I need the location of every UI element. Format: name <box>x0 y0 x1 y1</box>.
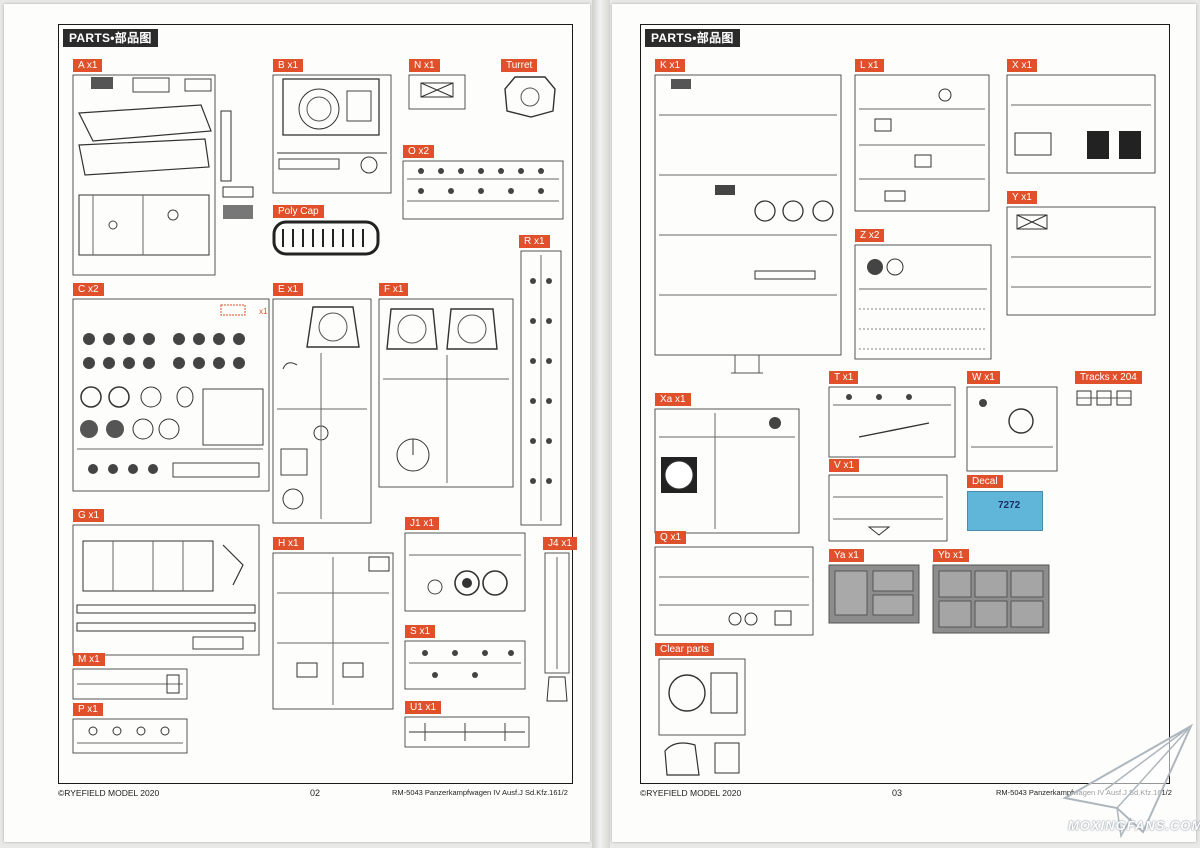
sprue-label-A: A x1 <box>73 59 103 72</box>
decal-sheet: 7272 <box>967 491 1043 531</box>
book-gutter <box>592 0 610 848</box>
sprue-J4-drawing <box>544 552 570 702</box>
sprue-R-drawing <box>520 250 562 526</box>
sprue-label-S: S x1 <box>405 625 436 638</box>
left-page: PARTS•部品图 A x1 B x1 <box>4 4 590 842</box>
sprue-N-drawing <box>408 74 466 110</box>
sprue-label-Ya: Ya x1 <box>829 549 864 562</box>
sprue-label-Tracks: Tracks x 204 <box>1075 371 1142 384</box>
sprue-P-drawing <box>72 718 188 754</box>
sprue-S-drawing <box>404 640 526 690</box>
sprue-label-U1: U1 x1 <box>405 701 442 714</box>
sprue-label-Clear: Clear parts <box>655 643 714 656</box>
sprue-label-Decal: Decal <box>967 475 1003 488</box>
poly-cap-drawing <box>272 220 380 256</box>
parts-title: PARTS <box>69 31 111 45</box>
sprue-label-X: X x1 <box>1007 59 1038 72</box>
turret-drawing <box>504 76 556 118</box>
sprue-Y-drawing <box>1006 206 1156 316</box>
sprue-label-R: R x1 <box>519 235 550 248</box>
right-footer-copyright: ©RYEFIELD MODEL 2020 <box>640 788 742 798</box>
sprue-C-drawing <box>72 298 270 492</box>
sprue-G-drawing <box>72 524 260 656</box>
sprue-label-N: N x1 <box>409 59 440 72</box>
sprue-label-J4: J4 x1 <box>543 537 577 550</box>
clear-parts-drawing <box>658 658 746 776</box>
sprue-O-drawing <box>402 160 564 220</box>
sprue-label-B: B x1 <box>273 59 304 72</box>
left-footer-model: RM-5043 Panzerkampfwagen IV Ausf.J Sd.Kf… <box>392 788 568 797</box>
sprue-C-inset-note: x1 <box>259 307 268 316</box>
sprue-F-drawing <box>378 298 514 488</box>
left-page-number: 02 <box>310 788 321 798</box>
sprue-label-O: O x2 <box>403 145 435 158</box>
sprue-A-drawing <box>72 74 254 276</box>
left-footer-copyright: ©RYEFIELD MODEL 2020 <box>58 788 160 798</box>
sprue-U1-drawing <box>404 716 530 748</box>
right-page: PARTS•部品图 K x1 L x1 <box>612 4 1196 842</box>
parts-subtitle-right: 部品图 <box>696 31 734 45</box>
sprue-B-drawing <box>272 74 392 194</box>
watermark-text: MOXINGFANS.COM <box>1068 818 1200 833</box>
sprue-label-Yb: Yb x1 <box>933 549 969 562</box>
right-page-frame: PARTS•部品图 K x1 L x1 <box>640 24 1170 784</box>
sprue-E-drawing <box>272 298 372 524</box>
tracks-drawing <box>1076 390 1132 406</box>
sprue-label-V: V x1 <box>829 459 860 472</box>
sprue-label-K: K x1 <box>655 59 686 72</box>
parts-header: PARTS•部品图 <box>63 29 158 47</box>
sprue-label-P: P x1 <box>73 703 103 716</box>
sprue-Xa-drawing <box>654 408 800 534</box>
sprue-label-E: E x1 <box>273 283 304 296</box>
sprue-label-Xa: Xa x1 <box>655 393 691 406</box>
right-page-number: 03 <box>892 788 903 798</box>
sprue-label-Y: Y x1 <box>1007 191 1037 204</box>
sprue-V-drawing <box>828 474 948 542</box>
paper-plane-logo-icon <box>1062 723 1194 839</box>
sprue-J1-drawing <box>404 532 526 612</box>
sprue-label-Q: Q x1 <box>655 531 687 544</box>
parts-subtitle: 部品图 <box>114 31 152 45</box>
sprue-L-drawing <box>854 74 990 212</box>
parts-title-right: PARTS <box>651 31 693 45</box>
sprue-label-W: W x1 <box>967 371 1000 384</box>
sprue-label-L: L x1 <box>855 59 884 72</box>
parts-header-right: PARTS•部品图 <box>645 29 740 47</box>
sprue-K-drawing <box>654 74 842 374</box>
sprue-W-drawing <box>966 386 1058 472</box>
sprue-label-F: F x1 <box>379 283 409 296</box>
sprue-H-drawing <box>272 552 394 710</box>
sprue-label-J1: J1 x1 <box>405 517 439 530</box>
sprue-label-H: H x1 <box>273 537 304 550</box>
sprue-label-M: M x1 <box>73 653 105 666</box>
sprue-M-drawing <box>72 668 188 700</box>
etch-Yb-drawing <box>932 564 1050 634</box>
sprue-Z-drawing <box>854 244 992 360</box>
sprue-label-C: C x2 <box>73 283 104 296</box>
decal-number-text: 7272 <box>998 500 1021 511</box>
sprue-Q-drawing <box>654 546 814 636</box>
sprue-label-PolyCap: Poly Cap <box>273 205 324 218</box>
sprue-label-T: T x1 <box>829 371 859 384</box>
sprue-label-Z: Z x2 <box>855 229 885 242</box>
sprue-X-drawing <box>1006 74 1156 174</box>
sprue-T-drawing <box>828 386 956 458</box>
sprue-label-Turret: Turret <box>501 59 538 72</box>
sprue-label-G: G x1 <box>73 509 105 522</box>
left-page-frame: PARTS•部品图 A x1 B x1 <box>58 24 577 784</box>
etch-Ya-drawing <box>828 564 920 624</box>
